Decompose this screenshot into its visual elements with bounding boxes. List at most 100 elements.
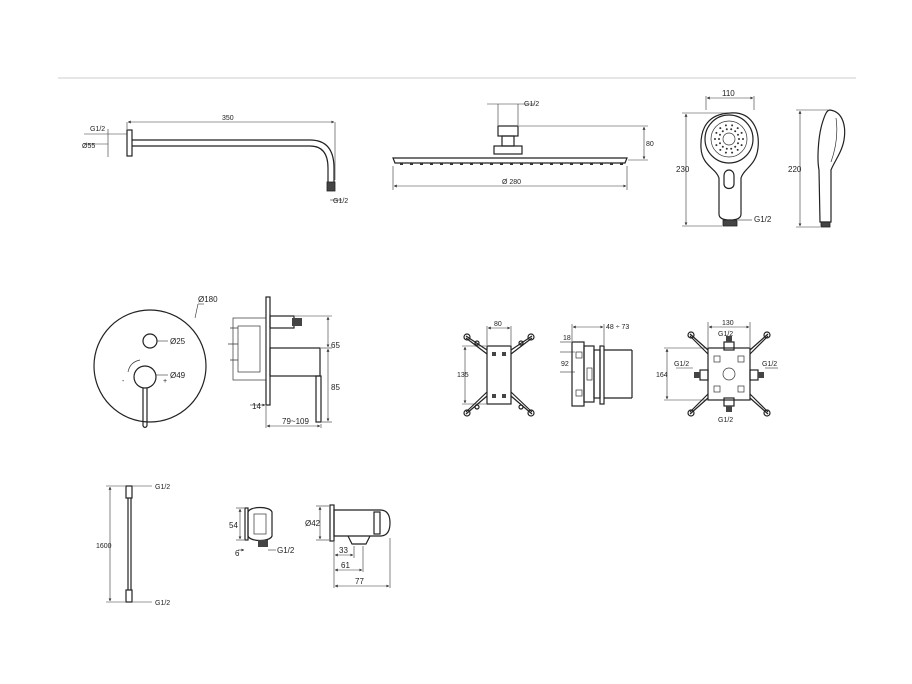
- hose-thread-top-label: G1/2: [155, 484, 170, 491]
- rain-width-label: Ø 280: [502, 179, 521, 186]
- box-back-port-right-label: G1/2: [762, 361, 777, 368]
- spout-d2-label: 61: [341, 561, 350, 570]
- spray-dot: [740, 144, 743, 147]
- nozzle-mark: [610, 163, 613, 165]
- spray-dot: [740, 131, 743, 134]
- arm-thread: [326, 181, 336, 192]
- rain-head-drawing: G1/2 80 Ø 280: [392, 101, 654, 190]
- mixer-depth-label: 79~109: [282, 417, 309, 426]
- spray-dot: [725, 128, 728, 131]
- spray-dot: [719, 142, 721, 145]
- mixer-offset-label: 14: [252, 402, 261, 411]
- spray-dot: [721, 145, 724, 148]
- spray-dot: [742, 138, 744, 140]
- nozzle-mark: [530, 163, 533, 165]
- box-back-height-label: 164: [656, 372, 668, 379]
- hose-thread-bottom-label: G1/2: [155, 600, 170, 607]
- spray-dot: [719, 148, 722, 151]
- arm-thread-end-label: G1/2: [333, 198, 348, 205]
- spout-d3-label: 77: [355, 577, 364, 586]
- outlet-height-label: 54: [229, 521, 238, 530]
- arm-thread-top-label: G1/2: [90, 126, 105, 133]
- nozzle-mark: [590, 163, 593, 165]
- nozzle-mark: [470, 163, 473, 165]
- mixer-lower-label: 85: [331, 383, 340, 392]
- nozzle-mark: [410, 163, 413, 165]
- arm-length-label: 350: [222, 115, 234, 122]
- nozzle-mark: [560, 163, 563, 165]
- nozzle-mark: [570, 163, 573, 165]
- hose-drawing: 1600 G1/2 G1/2: [96, 484, 170, 607]
- nozzle-mark: [620, 163, 623, 165]
- nozzle-mark: [580, 163, 583, 165]
- mixer-upper-label: 65: [331, 341, 340, 350]
- shower-arm-drawing: 350 G1/2 Ø55 G1/2: [82, 115, 348, 205]
- nozzle-mark: [550, 163, 553, 165]
- spout-diameter-label: Ø42: [305, 519, 321, 528]
- spray-dot: [715, 144, 718, 147]
- spray-dot: [734, 145, 737, 148]
- box-back-drawing: 130 G1/2 164 G1/2 G1/2 G1/2: [656, 320, 778, 424]
- spray-dot: [731, 124, 734, 127]
- nozzle-mark: [420, 163, 423, 165]
- nozzle-mark: [440, 163, 443, 165]
- outlet-offset-label: 6: [235, 549, 240, 558]
- spray-dot: [718, 138, 720, 140]
- wall-outlet-drawing: 54 6 G1/2: [229, 506, 295, 558]
- hand-thread-label: G1/2: [754, 215, 772, 224]
- spray-dot: [719, 127, 722, 130]
- spray-dot: [736, 148, 739, 151]
- nozzle-mark: [450, 163, 453, 165]
- diverter-diameter-label: Ø25: [170, 337, 186, 346]
- nozzle-mark: [400, 163, 403, 165]
- rain-thread-label: G1/2: [524, 101, 539, 108]
- box-side-drawing: 48 ÷ 73 18 92: [560, 324, 633, 407]
- box-front-drawing: 80 135: [457, 321, 535, 417]
- spray-dot: [721, 130, 724, 133]
- plate-diameter-label: Ø180: [198, 295, 218, 304]
- spray-dot: [738, 138, 740, 140]
- spray-dot: [737, 142, 739, 145]
- box-side-mid-label: 92: [561, 361, 569, 368]
- lever-diameter-label: Ø49: [170, 371, 186, 380]
- mixer-plate-front-drawing: - + Ø180 Ø25 Ø49: [93, 295, 218, 429]
- arm-flange-label: Ø55: [82, 143, 95, 150]
- box-front-height-label: 135: [457, 372, 469, 379]
- box-back-width-label: 130: [722, 320, 734, 327]
- svg-text:-: -: [122, 378, 125, 385]
- box-side-depth-label: 48 ÷ 73: [606, 324, 629, 331]
- hand-shower-front-drawing: 110 230 G1/2: [676, 89, 772, 227]
- mixer-side-drawing: 65 85 14 79~109: [228, 296, 340, 428]
- nozzle-mark: [430, 163, 433, 165]
- hand-height-front-label: 230: [676, 165, 690, 174]
- spray-dot: [737, 133, 739, 136]
- box-side-top-label: 18: [563, 335, 571, 342]
- box-back-port-top-label: G1/2: [718, 331, 733, 338]
- spray-dot: [724, 124, 727, 127]
- nozzle-mark: [600, 163, 603, 165]
- nozzle-mark: [490, 163, 493, 165]
- nozzle-mark: [460, 163, 463, 165]
- spray-dot: [730, 147, 733, 150]
- box-front-width-label: 80: [494, 321, 502, 328]
- spray-dot: [730, 128, 733, 131]
- hand-width-label: 110: [722, 89, 735, 98]
- spray-dot: [719, 133, 721, 136]
- outlet-thread-label: G1/2: [277, 546, 295, 555]
- hand-height-side-label: 220: [788, 165, 802, 174]
- rain-height-label: 80: [646, 141, 654, 148]
- spray-face: [704, 114, 754, 164]
- spray-dot: [736, 127, 739, 130]
- nozzle-mark: [510, 163, 513, 165]
- spray-dot: [724, 151, 727, 154]
- hand-shower-side-drawing: 220: [788, 109, 846, 228]
- svg-text:+: +: [163, 378, 167, 385]
- hose-length-label: 1600: [96, 543, 112, 550]
- nozzle-mark: [540, 163, 543, 165]
- spray-dot: [725, 147, 728, 150]
- nozzle-mark: [500, 163, 503, 165]
- spray-dot: [715, 131, 718, 134]
- spout-d1-label: 33: [339, 546, 348, 555]
- spout-drawing: Ø42 33 61 77: [305, 504, 391, 588]
